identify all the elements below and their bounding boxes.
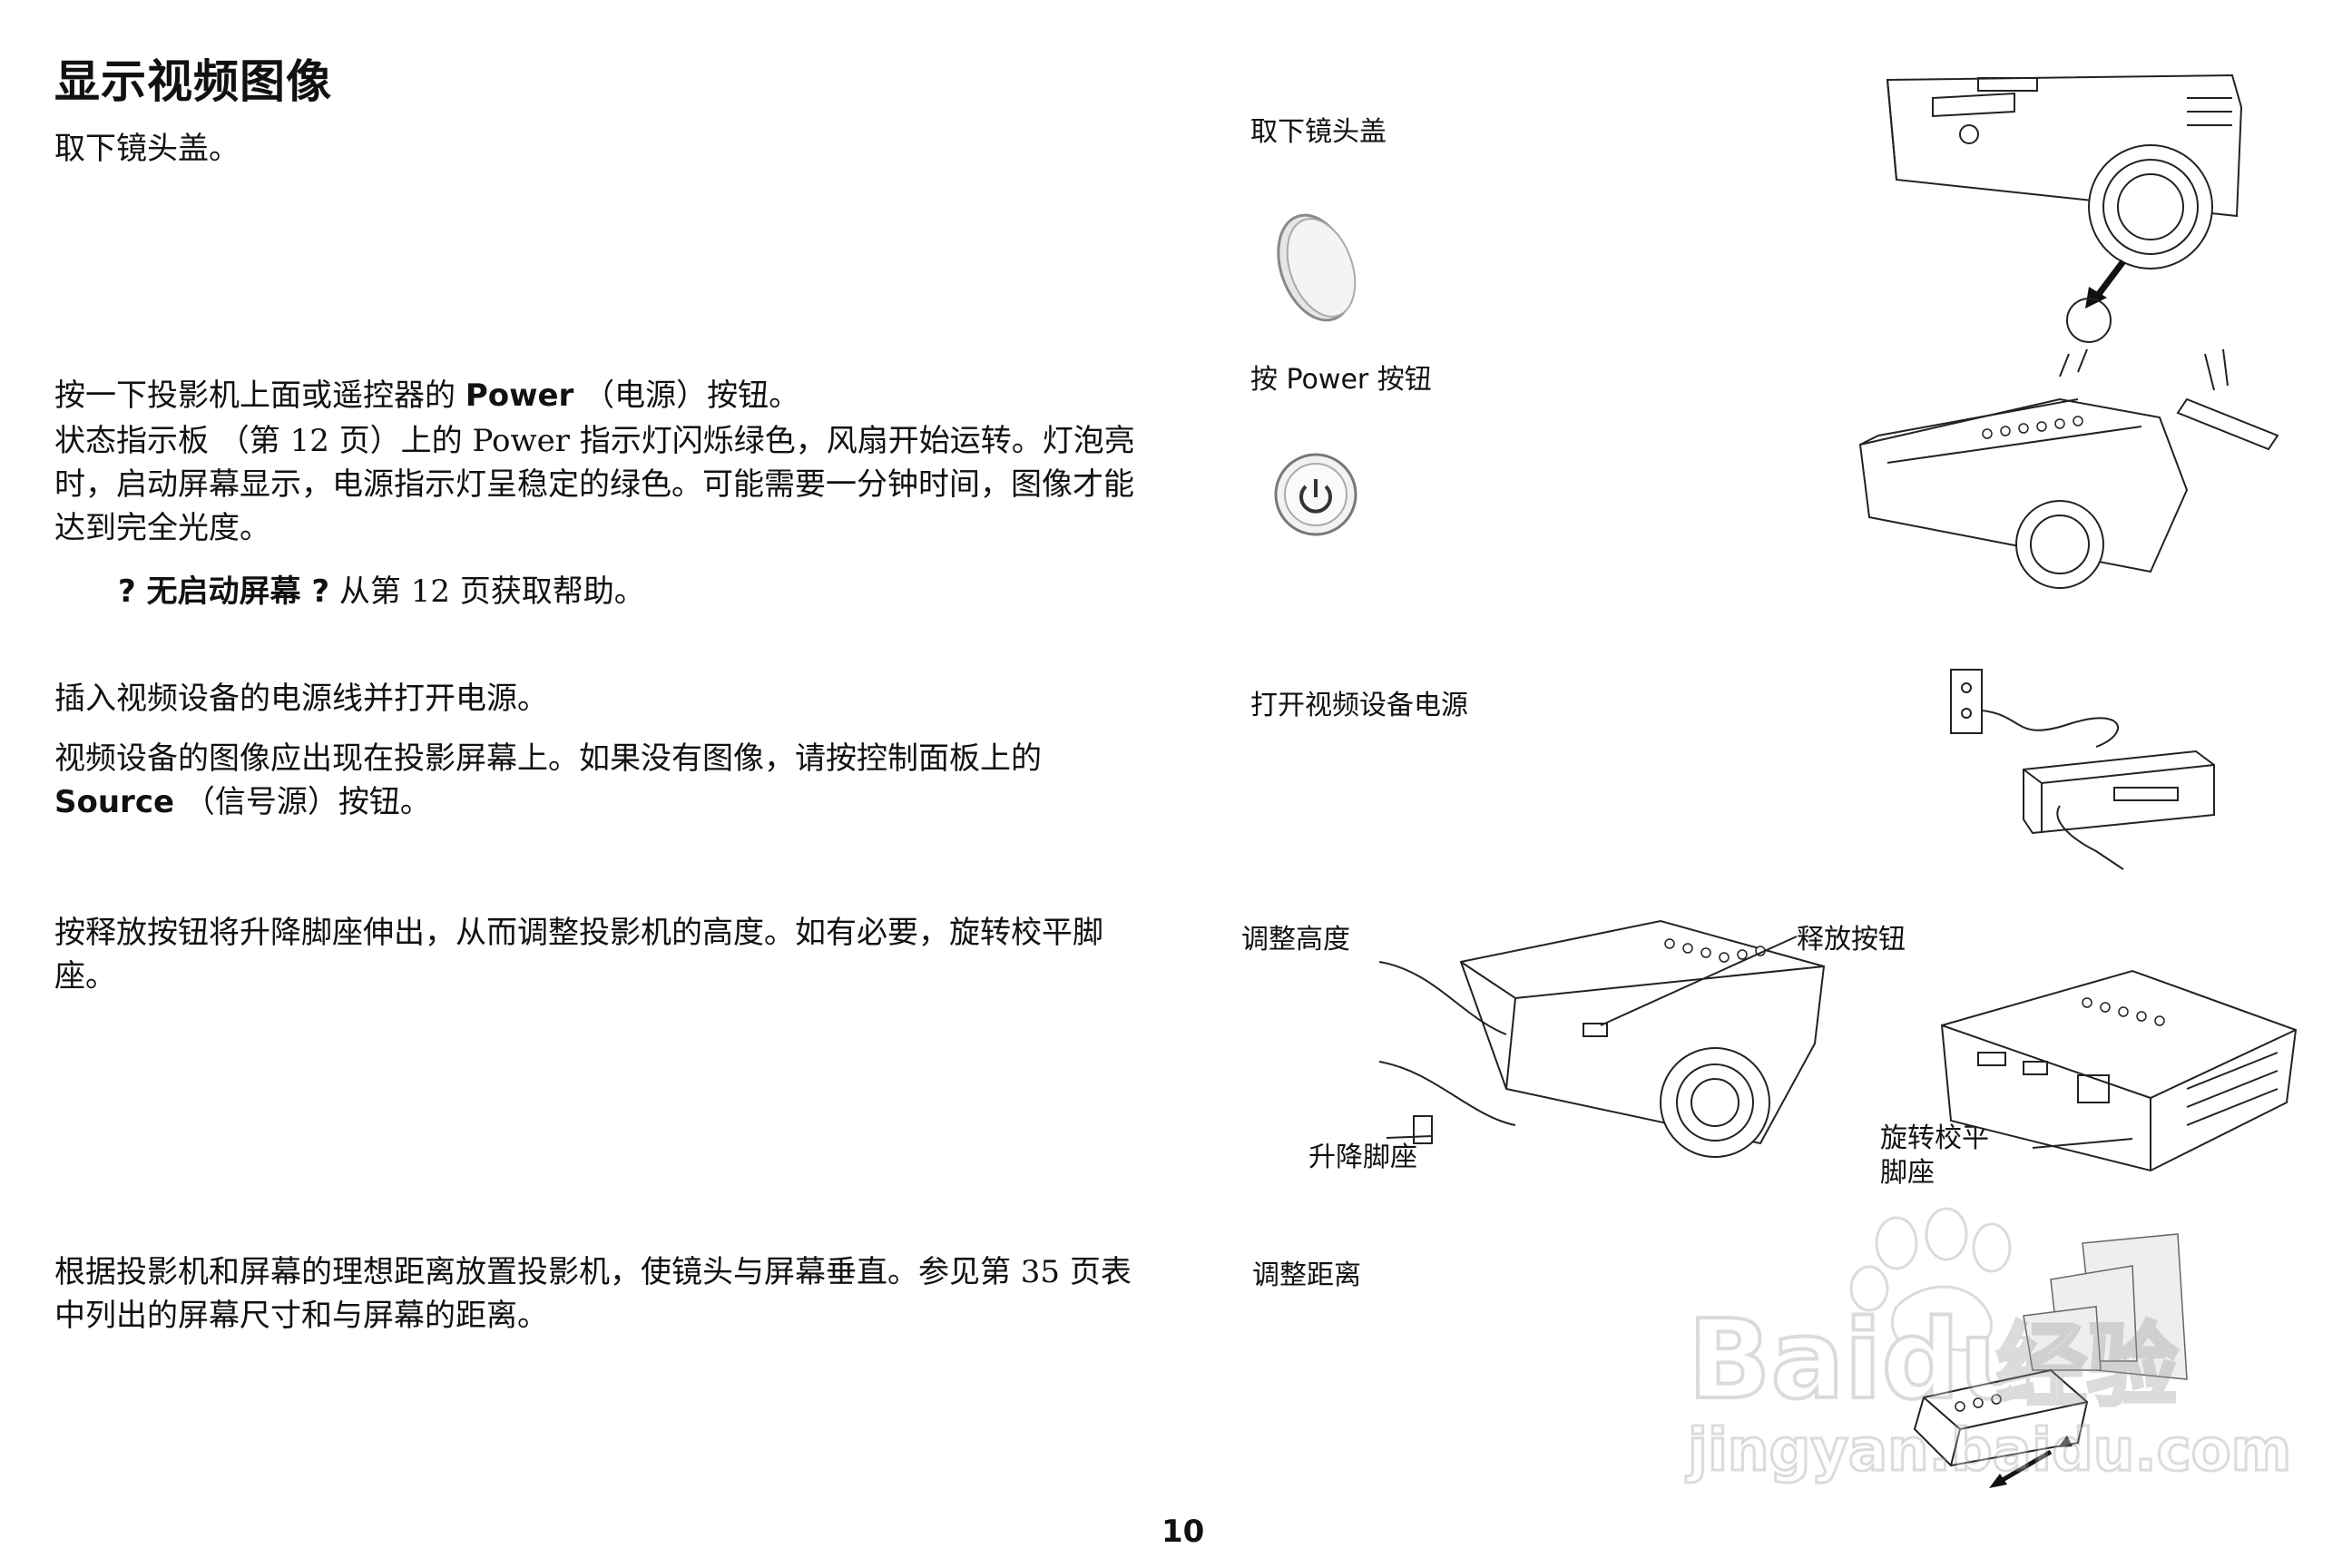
figure-label-remove-lens-cap: 取下镜头盖 (1250, 116, 1387, 148)
adjust-distance-illustration (1913, 1233, 2188, 1488)
power-line-suffix: （电源）按钮。 (573, 377, 800, 414)
callout-elevator-foot: 升降脚座 (1308, 1142, 1417, 1173)
baidu-jingyan-watermark: Baidu 经验 jingyan.baidu.com (1684, 1207, 2293, 1486)
video-device-illustration (1950, 669, 2215, 870)
source-line-prefix: 视频设备的图像应出现在投影屏幕上。如果没有图像，请按控制面板上的 (54, 740, 1042, 777)
power-line-prefix: 按一下投影机上面或遥控器的 (54, 377, 466, 414)
page-number: 10 (1161, 1514, 1205, 1550)
figure-label-adjust-distance: 调整距离 (1252, 1259, 1361, 1291)
power-icon (1274, 453, 1357, 536)
projector-rear-illustration (1940, 969, 2298, 1172)
projector-power-illustration (1858, 348, 2279, 589)
projector-lens-cap-illustration (1886, 74, 2243, 343)
step-remove-lens-cap-text: 取下镜头盖。 (54, 131, 240, 167)
figure-label-adjust-height: 调整高度 (1241, 924, 1350, 956)
source-line-suffix: （信号源）按钮。 (174, 784, 431, 820)
power-status-paragraph: 状态指示板 （第 12 页）上的 Power 指示灯闪烁绿色，风扇开始运转。灯泡… (54, 423, 1135, 546)
callout-leveling-foot: 旋转校平 脚座 (1880, 1122, 1989, 1189)
watermark-brand: Baidu (1688, 1298, 2037, 1424)
power-bold-word: Power (465, 377, 574, 414)
step-source-text: 视频设备的图像应出现在投影屏幕上。如果没有图像，请按控制面板上的 Source … (54, 737, 1143, 824)
callout-release-button: 释放按钮 (1797, 924, 1906, 956)
source-bold-word: Source (54, 784, 175, 820)
no-startup-screen-help: ? 无启动屏幕 ? 从第 12 页获取帮助。 (118, 570, 645, 613)
adjust-height-illustration (1378, 919, 1826, 1158)
figure-label-power: 按 Power 按钮 (1250, 364, 1432, 396)
help-text: 从第 12 页获取帮助。 (329, 573, 645, 610)
step-video-device-text: 插入视频设备的电源线并打开电源。 (54, 681, 548, 717)
step-adjust-distance-text: 根据投影机和屏幕的理想距离放置投影机，使镜头与屏幕垂直。参见第 35 页表中列出… (54, 1254, 1132, 1334)
step-adjust-height-text: 按释放按钮将升降脚座伸出，从而调整投影机的高度。如有必要，旋转校平脚座。 (54, 915, 1103, 995)
help-bold: ? 无启动屏幕 ? (118, 573, 330, 610)
watermark-url: jingyan.baidu.com (1685, 1417, 2291, 1485)
watermark-cn: 经验 (1996, 1313, 2178, 1419)
step-power-text: 按一下投影机上面或遥控器的 Power （电源）按钮。 (54, 374, 1143, 417)
figure-label-video-power: 打开视频设备电源 (1250, 690, 1468, 721)
lens-cap-icon (1277, 213, 1357, 322)
page-title: 显示视频图像 (54, 55, 332, 108)
